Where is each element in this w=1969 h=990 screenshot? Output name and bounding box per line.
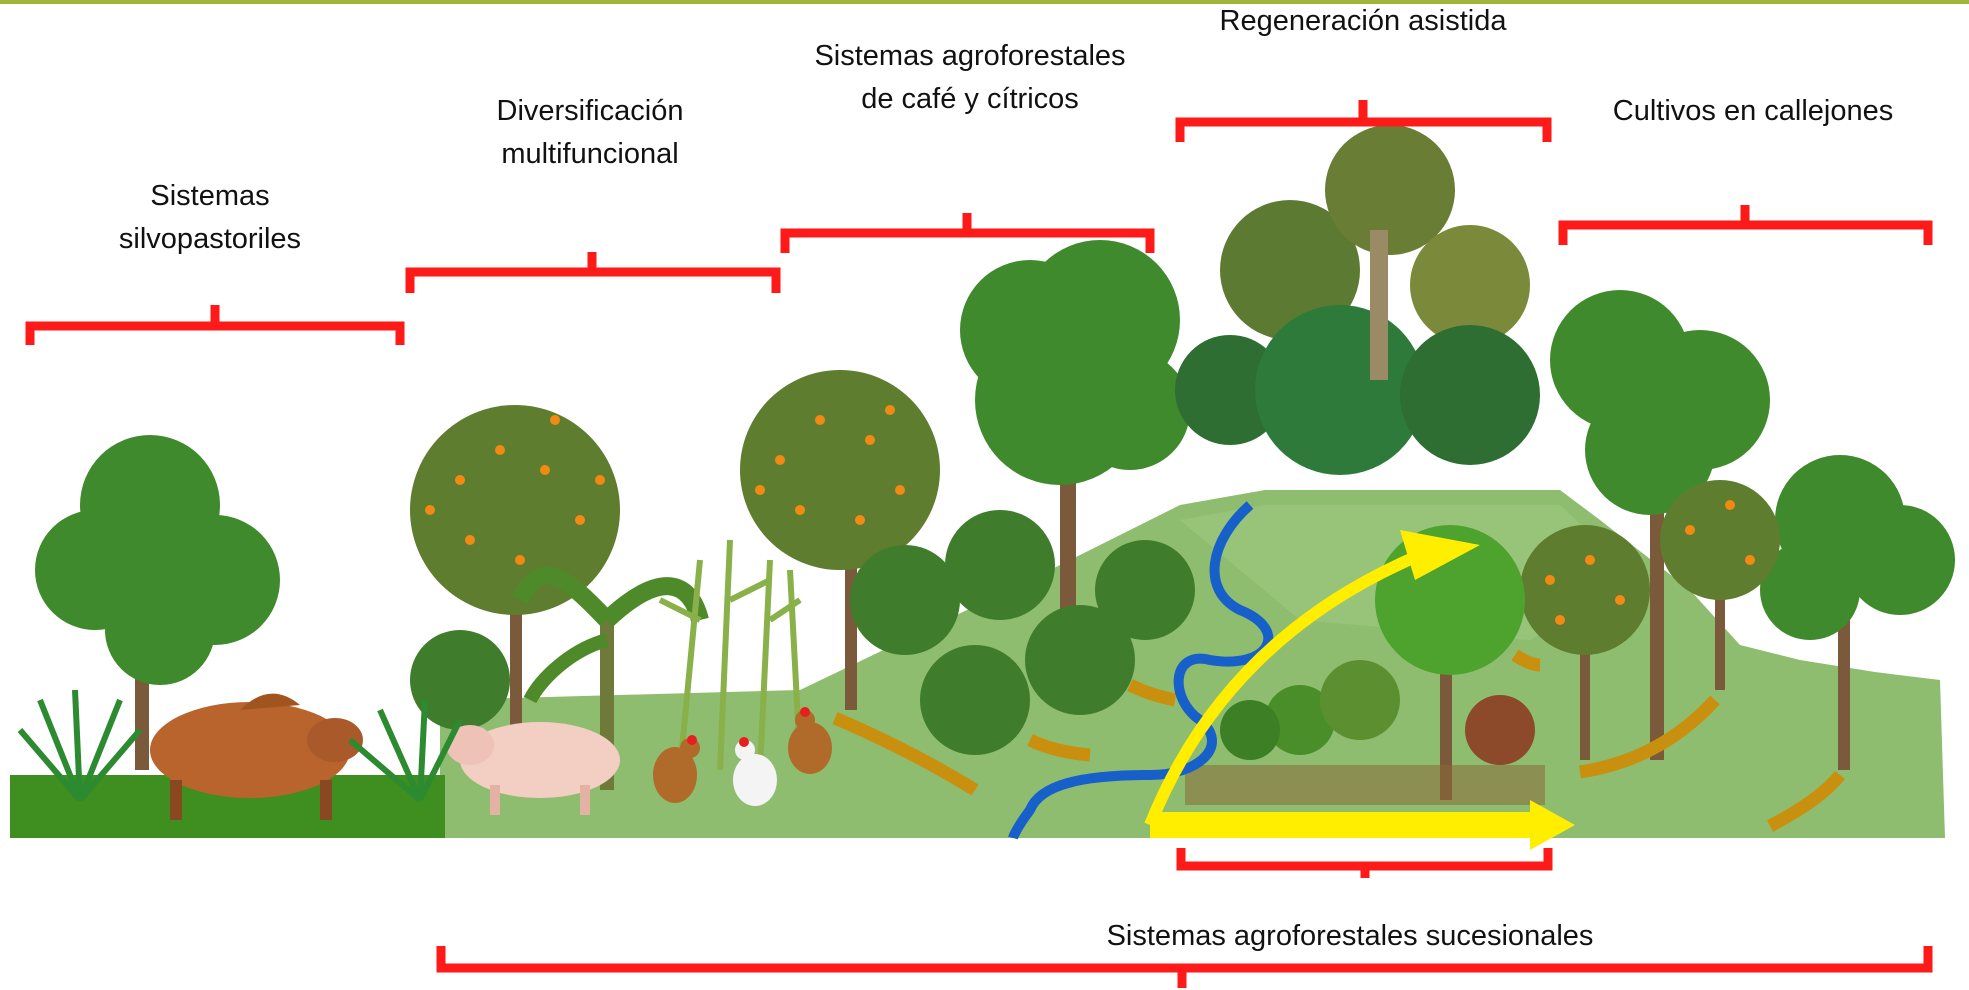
label-sucesionales: Sistemas agroforestales sucesionales bbox=[1106, 920, 1594, 952]
succession-arrow-curve-head bbox=[1400, 530, 1480, 580]
coffee-shrub bbox=[410, 510, 1195, 755]
brackets bbox=[25, 100, 1933, 988]
pig bbox=[446, 722, 620, 815]
label-cafe-line2: de café y cítricos bbox=[861, 83, 1079, 115]
hen bbox=[653, 735, 700, 803]
label-regeneracion: Regeneración asistida bbox=[1219, 5, 1507, 37]
bracket-callejones bbox=[1558, 205, 1933, 245]
shade-tree bbox=[1760, 455, 1955, 770]
label-silvopastoril-line1: Sistemas bbox=[150, 180, 270, 212]
citrus-tree bbox=[1660, 480, 1780, 690]
brown-arc bbox=[1027, 734, 1091, 762]
hen bbox=[788, 707, 832, 774]
shade-tree bbox=[960, 240, 1190, 610]
label-cafe-line1: Sistemas agroforestales bbox=[814, 40, 1126, 72]
cow bbox=[150, 693, 363, 820]
citrus-tree bbox=[1520, 525, 1650, 760]
label-cafe-citricos: Sistemas agroforestales de café y cítric… bbox=[790, 35, 1150, 121]
bracket-diversificacion bbox=[405, 252, 781, 293]
succession-plants bbox=[1185, 660, 1545, 805]
bracket-regeneracion bbox=[1175, 100, 1552, 142]
bracket-regeneracion-bottom bbox=[1176, 848, 1553, 878]
label-diversificacion-line2: multifuncional bbox=[501, 138, 679, 170]
bracket-cafe-citricos bbox=[780, 213, 1155, 253]
hen bbox=[733, 737, 777, 806]
brown-arc bbox=[1579, 695, 1720, 779]
shade-tree bbox=[1550, 290, 1770, 760]
grass-plant bbox=[17, 689, 463, 803]
brown-arcs bbox=[832, 649, 1846, 832]
river bbox=[1008, 501, 1274, 840]
shade-tree bbox=[35, 435, 280, 770]
succession-arrow-base-head bbox=[1530, 800, 1575, 850]
brown-arc bbox=[1127, 679, 1177, 707]
bracket-sucesionales bbox=[436, 946, 1933, 988]
succession-arrow-base bbox=[1150, 812, 1535, 838]
succession-arrow-curve bbox=[1144, 549, 1423, 828]
rainforest-canopy bbox=[1175, 125, 1540, 475]
bracket-silvopastoril bbox=[25, 305, 405, 345]
label-diversificacion: Diversificación multifuncional bbox=[460, 90, 720, 176]
label-callejones: Cultivos en callejones bbox=[1612, 95, 1894, 127]
label-diversificacion-line1: Diversificación bbox=[496, 95, 684, 127]
label-silvopastoril-line2: silvopastoriles bbox=[118, 223, 302, 255]
brown-arc bbox=[832, 712, 979, 796]
top-accent-line bbox=[0, 0, 1969, 4]
label-silvopastoril: Sistemas silvopastoriles bbox=[80, 175, 340, 261]
brown-arc bbox=[1767, 770, 1846, 832]
brown-arc bbox=[1511, 649, 1541, 672]
